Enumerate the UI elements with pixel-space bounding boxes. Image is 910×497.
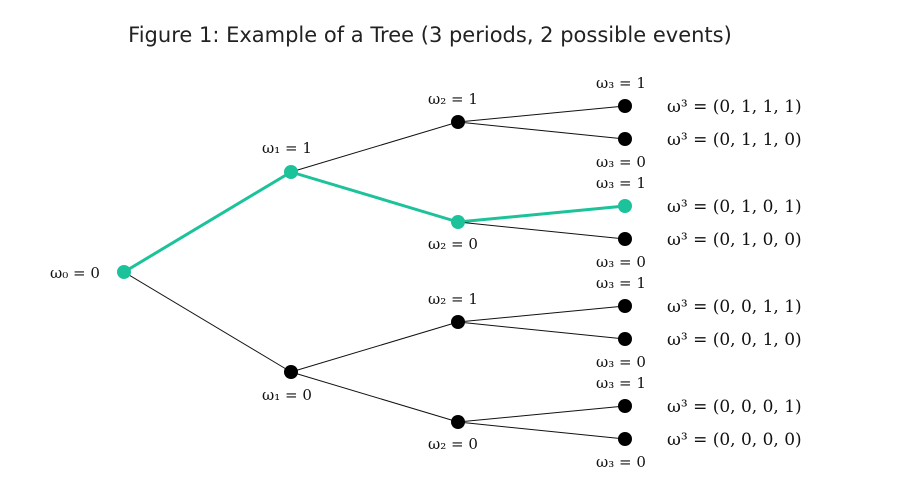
edge-to-leaf-0001 [457,405,626,423]
edge-w1-0-to-w2-0 [290,371,459,423]
leaf-node-0001 [618,399,632,413]
label-w2-0-lower: ω₂ = 0 [428,435,478,453]
edge-w1-0-to-w2-1 [290,321,459,373]
leaf-label-0110: ω₃ = 0 [596,153,646,171]
node-w2-0-lower [451,415,465,429]
edge-root-to-w1-1 [123,170,292,274]
label-w2-1-lower: ω₂ = 1 [428,290,478,308]
node-w2-1-lower [451,315,465,329]
label-w2-0-upper: ω₂ = 0 [428,235,478,253]
leaf-node-0110 [618,132,632,146]
outcome-0110: ω³ = (0, 1, 1, 0) [667,130,802,150]
edge-to-leaf-0100 [457,221,626,240]
leaf-node-0111 [618,99,632,113]
edge-to-leaf-0111 [457,105,626,123]
leaf-label-0001: ω₃ = 1 [596,374,646,392]
edge-to-leaf-0010 [457,321,626,340]
node-w2-1-upper [451,115,465,129]
label-w1-0: ω₁ = 0 [262,386,312,404]
outcome-0000: ω³ = (0, 0, 0, 0) [667,430,802,450]
node-w1-0 [284,365,298,379]
leaf-label-0000: ω₃ = 0 [596,453,646,471]
outcome-0010: ω³ = (0, 0, 1, 0) [667,330,802,350]
figure-title: Figure 1: Example of a Tree (3 periods, … [128,23,732,47]
leaf-label-0010: ω₃ = 0 [596,353,646,371]
leaf-node-0100 [618,232,632,246]
edge-to-leaf-0011 [457,305,626,323]
leaf-label-0100: ω₃ = 0 [596,253,646,271]
label-w1-1: ω₁ = 1 [262,139,312,157]
edge-w1-1-to-w2-1 [290,121,459,173]
node-root [117,265,131,279]
label-w2-1-upper: ω₂ = 1 [428,90,478,108]
leaf-label-0101: ω₃ = 1 [596,174,646,192]
outcome-0111: ω³ = (0, 1, 1, 1) [667,97,802,117]
leaf-node-0000 [618,432,632,446]
leaf-label-0011: ω₃ = 1 [596,274,646,292]
node-w1-1 [284,165,298,179]
leaf-node-0101 [618,199,632,213]
outcome-0011: ω³ = (0, 0, 1, 1) [667,297,802,317]
leaf-label-0111: ω₃ = 1 [596,74,646,92]
edge-w1-1-to-w2-0 [290,170,459,224]
outcome-0100: ω³ = (0, 1, 0, 0) [667,230,802,250]
node-w2-0-upper [451,215,465,229]
outcome-0101: ω³ = (0, 1, 0, 1) [667,197,802,217]
outcome-0001: ω³ = (0, 0, 0, 1) [667,397,802,417]
edge-to-leaf-0000 [457,421,626,440]
label-root: ω₀ = 0 [50,264,100,282]
edge-root-to-w1-0 [123,271,292,373]
leaf-node-0011 [618,299,632,313]
leaf-node-0010 [618,332,632,346]
edge-to-leaf-0101 [457,204,626,224]
edge-to-leaf-0110 [457,121,626,140]
